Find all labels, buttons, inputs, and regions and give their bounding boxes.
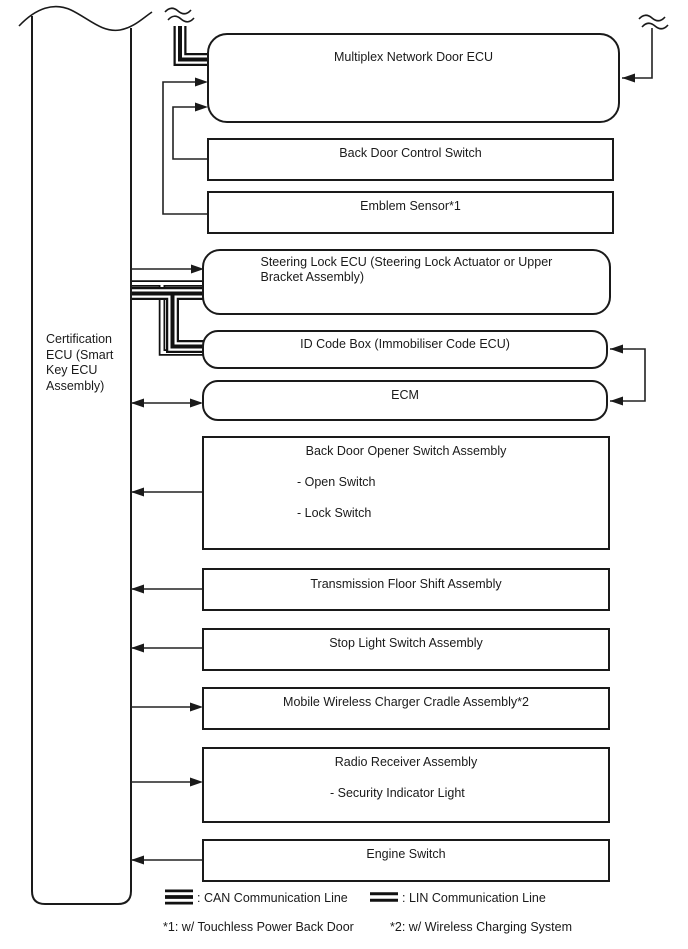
- legend-lin-label: : LIN Communication Line: [402, 891, 546, 905]
- node-stop-light-switch-assembly: Stop Light Switch Assembly: [202, 628, 610, 671]
- node-radio-receiver-assembly: Radio Receiver Assembly - Security Indic…: [202, 747, 610, 823]
- node-title: Mobile Wireless Charger Cradle Assembly*…: [283, 695, 529, 709]
- node-mobile-wireless-charger-cradle-assembly: Mobile Wireless Charger Cradle Assembly*…: [202, 687, 610, 730]
- node-title: ECM: [391, 388, 419, 402]
- node-title: Stop Light Switch Assembly: [329, 636, 483, 650]
- footnote-touchless-power-back-door: *1: w/ Touchless Power Back Door: [163, 920, 354, 934]
- node-engine-switch: Engine Switch: [202, 839, 610, 882]
- node-title: ID Code Box (Immobiliser Code ECU): [300, 337, 510, 351]
- can-line-hub: [132, 287, 203, 353]
- node-back-door-control-switch: Back Door Control Switch: [207, 138, 614, 181]
- legend-can-label: : CAN Communication Line: [197, 891, 348, 905]
- node-subitem: - Security Indicator Light: [330, 786, 465, 800]
- node-title: Back Door Opener Switch Assembly: [305, 444, 507, 458]
- node-title: Emblem Sensor*1: [360, 199, 461, 213]
- can-line-top: [173, 26, 208, 66]
- hub-box-outline: [18, 5, 153, 905]
- node-back-door-opener-switch-assembly: Back Door Opener Switch Assembly - Open …: [202, 436, 610, 550]
- hub-label-certification-ecu: Certification ECU (Smart Key ECU Assembl…: [46, 332, 114, 393]
- break-wave-icon: [18, 5, 153, 32]
- node-transmission-floor-shift-assembly: Transmission Floor Shift Assembly: [202, 568, 610, 611]
- break-squiggle-top-left-icon: [164, 7, 195, 23]
- node-title: Back Door Control Switch: [339, 146, 482, 160]
- node-ecm: ECM: [202, 380, 608, 421]
- node-id-code-box: ID Code Box (Immobiliser Code ECU): [202, 330, 608, 369]
- node-emblem-sensor: Emblem Sensor*1: [207, 191, 614, 234]
- node-steering-lock-ecu: Steering Lock ECU (Steering Lock Actuato…: [202, 249, 611, 315]
- node-title: Steering Lock ECU (Steering Lock Actuato…: [260, 255, 553, 284]
- footnote-wireless-charging-system: *2: w/ Wireless Charging System: [390, 920, 573, 934]
- break-squiggle-top-right-icon: [638, 14, 669, 30]
- node-title: Radio Receiver Assembly: [334, 755, 478, 769]
- lin-line: [132, 280, 203, 356]
- node-subitem: - Lock Switch: [297, 506, 372, 520]
- node-title: Transmission Floor Shift Assembly: [310, 577, 502, 591]
- node-title: Engine Switch: [366, 847, 446, 861]
- node-subitem: - Open Switch: [297, 475, 376, 489]
- node-title: Multiplex Network Door ECU: [333, 50, 494, 64]
- node-multiplex-network-door-ecu: Multiplex Network Door ECU: [207, 33, 620, 123]
